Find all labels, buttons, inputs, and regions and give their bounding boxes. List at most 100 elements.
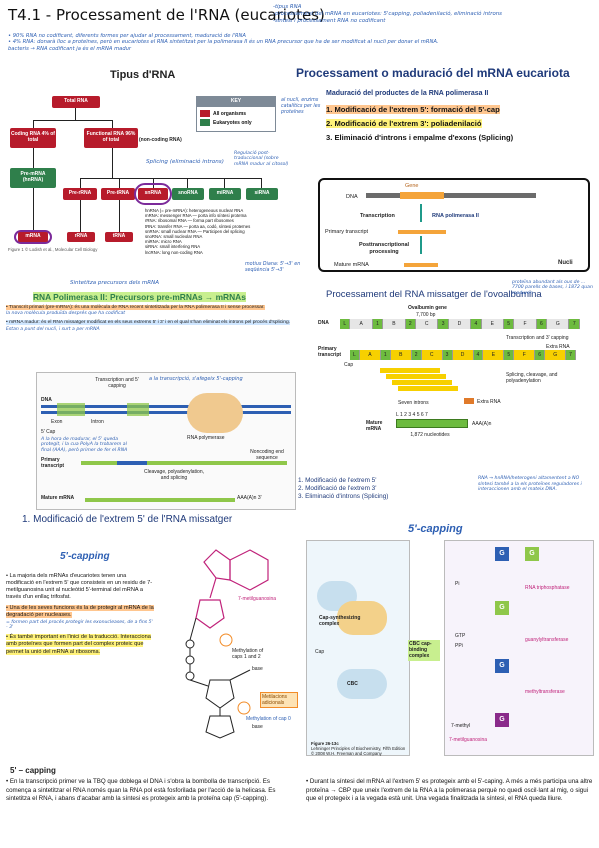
gtp-label: GTP bbox=[455, 633, 466, 639]
intron-segment: C bbox=[421, 350, 443, 360]
exon-segment: 6 bbox=[535, 350, 546, 360]
key-row-all: All organisms bbox=[200, 110, 272, 117]
glossary-item: mRNA: messenger RNA — porta info síntesi… bbox=[145, 213, 247, 219]
gene-bar bbox=[400, 192, 444, 199]
exon-segment: 6 bbox=[536, 319, 548, 329]
rna-glossary: hnRNA (= pre-mRNA): heterogeneous nuclea… bbox=[145, 208, 295, 255]
figure-caption: Figure 1 © Lodish et al., Molecular Cell… bbox=[8, 247, 98, 252]
functional-rna-box: Functional RNA 96% of total bbox=[84, 128, 138, 148]
capping-b2: • Una de les seves funcions és la de pro… bbox=[6, 605, 154, 619]
pol-label: RNA polimerasa II bbox=[432, 213, 479, 219]
snrna-box: snRNA bbox=[138, 188, 168, 200]
tc-label: Transcription and 3' capping bbox=[506, 335, 569, 341]
step-2: 2. Modificació de l'extrem 3': poliadeni… bbox=[326, 119, 482, 128]
primary-label: Primary transcript bbox=[41, 457, 65, 470]
header-notes: -tipus RNA -processament del mRNA en euc… bbox=[273, 4, 595, 25]
key-row-euk: Eukaryotes only bbox=[200, 119, 272, 126]
note-motius: motius Diana: 5'→3' en seqüència 5'→3' bbox=[245, 262, 301, 273]
mature-exon-numbers: L 1 2 3 4 5 6 7 bbox=[396, 412, 428, 418]
glossary-item: snoRNA: small nucleolar RNA bbox=[145, 234, 203, 240]
base-label: base bbox=[252, 666, 263, 672]
polii-b1-hand: la nova molècula produïda després que ha… bbox=[6, 311, 126, 317]
dna-bar bbox=[366, 193, 536, 198]
pre-trna-box: Pre-tRNA bbox=[101, 188, 135, 200]
intron-segment: G bbox=[547, 319, 570, 329]
sirna-box: siRNA bbox=[246, 188, 278, 200]
exon-segment: 3 bbox=[438, 319, 449, 329]
methyltransferase-label: methyltransferase bbox=[525, 689, 565, 695]
glossary-item: lncRNA: long non-coding RNA bbox=[145, 249, 203, 255]
hand-madurar: A la hora de madurar, el 5' queda proteg… bbox=[41, 437, 128, 453]
tipus-heading: Tipus d'RNA bbox=[110, 69, 176, 81]
intron-segment: B bbox=[383, 319, 406, 329]
intro-line: • 4% RNA: donarà lloc a proteïnes, però … bbox=[8, 39, 439, 46]
exon-segment: 4 bbox=[471, 319, 482, 329]
m7-label: Methylation of cap 0 bbox=[246, 716, 291, 722]
header-note: -processament del mRNA en eucariotes: 5'… bbox=[273, 11, 502, 17]
glossary-item: snRNA: small nuclear RNA — Participen de… bbox=[145, 228, 245, 234]
fig-caption: Figure 26-13c Lehninger Principles of Bi… bbox=[311, 741, 407, 757]
intron-segment: C bbox=[416, 319, 439, 329]
exon-segment: L bbox=[340, 319, 351, 329]
glossary-item: tRNA: transfer RNA — porta aa, codó, sín… bbox=[145, 223, 251, 229]
ov-step: 3. Eliminació d'introns (Splicing) bbox=[298, 493, 389, 500]
cap-synth-label: Cap-synthesizing complex bbox=[319, 615, 361, 628]
exon-segment: 2 bbox=[405, 319, 417, 329]
capping-title-right: 5'-capping bbox=[408, 523, 463, 535]
header-note: -síntesi i processament RNA no codifican… bbox=[273, 18, 386, 24]
transcription-label: Transcription bbox=[360, 213, 395, 219]
cap-label: 5' Cap bbox=[41, 429, 56, 435]
glossary-item: rRNA: ribosomal RNA — forma part ribosom… bbox=[145, 218, 234, 224]
intron-segment: F bbox=[514, 350, 536, 360]
noncoding-label: Noncoding end sequence bbox=[250, 449, 284, 462]
mrna-box: mRNA bbox=[18, 232, 48, 242]
note-regulacio: Regulació post-traduccional (sobre mRNA … bbox=[234, 151, 289, 167]
rrna-box: rRNA bbox=[67, 232, 95, 242]
cap-complex-figure: Cap-synthesizing complex Cap CBC Figure … bbox=[306, 540, 410, 756]
processament-heading: Processament o maduració del mRNA eucari… bbox=[296, 66, 570, 80]
guanylyltransferase-label: guanylyltransferase bbox=[525, 637, 569, 643]
intro-line: • 90% RNA no codificant, diferents forme… bbox=[8, 33, 246, 39]
mirna-box: miRNA bbox=[209, 188, 241, 200]
exon-segment: 2 bbox=[411, 350, 422, 360]
methylated-cap-label: Metilacions adicionals bbox=[260, 692, 298, 709]
intron-segment: A bbox=[350, 319, 373, 329]
dna-label: DNA bbox=[41, 397, 52, 403]
intron-bar bbox=[117, 461, 147, 465]
polii-heading: RNA Polimerasa II: Precursors pre-mRNAs … bbox=[33, 292, 246, 302]
intron-segment: E bbox=[481, 319, 504, 329]
primary-transcript-bar bbox=[81, 461, 287, 465]
intron-segment: D bbox=[448, 319, 472, 329]
exon-block bbox=[127, 403, 149, 416]
nucli-label: Nucli bbox=[558, 260, 573, 266]
exon-segment: 1 bbox=[372, 319, 384, 329]
methylguanosine-right-label: 7-metilguanosina bbox=[449, 737, 488, 743]
primary-bar bbox=[398, 230, 446, 234]
step-1: 1. Modificació de l'extrem 5': formació … bbox=[326, 105, 500, 114]
processament-sub: Maduració del productes de la RNA polime… bbox=[326, 90, 489, 97]
polii-diagram: Transcription and 5' capping a la transc… bbox=[36, 372, 296, 510]
exon-segment: 4 bbox=[473, 350, 484, 360]
pre-rrna-box: Pre-rRNA bbox=[63, 188, 97, 200]
polii-bullets: • Transcrit primari (pre-mRNA): és una m… bbox=[6, 305, 297, 333]
primary-label: Primary transcript bbox=[318, 346, 342, 359]
header-intro: • 90% RNA no codificant, diferents forme… bbox=[8, 33, 594, 52]
intron-segment: A bbox=[359, 350, 381, 360]
extra-rna-swatch bbox=[464, 398, 474, 404]
methyl-label: 7-methyl bbox=[451, 723, 471, 729]
fig-caption-book: Lehninger Principles of Biochemistry, Fi… bbox=[311, 746, 406, 752]
arrow bbox=[420, 204, 422, 222]
primary-label: Primary transcript bbox=[325, 229, 369, 235]
capping-b3: • És també important en l'inici de la tr… bbox=[6, 634, 151, 655]
page-title: T4.1 - Processament de l'RNA (eucariotes… bbox=[8, 6, 325, 24]
exon-segment: 5 bbox=[503, 319, 515, 329]
ovalbumina-heading: Processament del RNA missatger de l'ovoa… bbox=[326, 289, 542, 300]
bottom-left-paragraph: • En la transcripció primer ve la TBQ qu… bbox=[6, 778, 276, 803]
hand-capping: a la transcripció, s'afegeix 5'-capping bbox=[149, 376, 243, 382]
cap-chemical-structure: 7-metilguanosina base base Methylation o… bbox=[160, 540, 300, 740]
post-label: Posttranscriptional processing bbox=[358, 242, 410, 255]
capping-steps-figure: G G RNA triphosphatase Pi G guanylyltran… bbox=[444, 540, 594, 756]
key-title: KEY bbox=[196, 96, 276, 106]
cleavage-label: Cleavage, polyadenylation, and splicing bbox=[143, 469, 205, 482]
mature-label: Mature mRNA bbox=[41, 495, 75, 501]
